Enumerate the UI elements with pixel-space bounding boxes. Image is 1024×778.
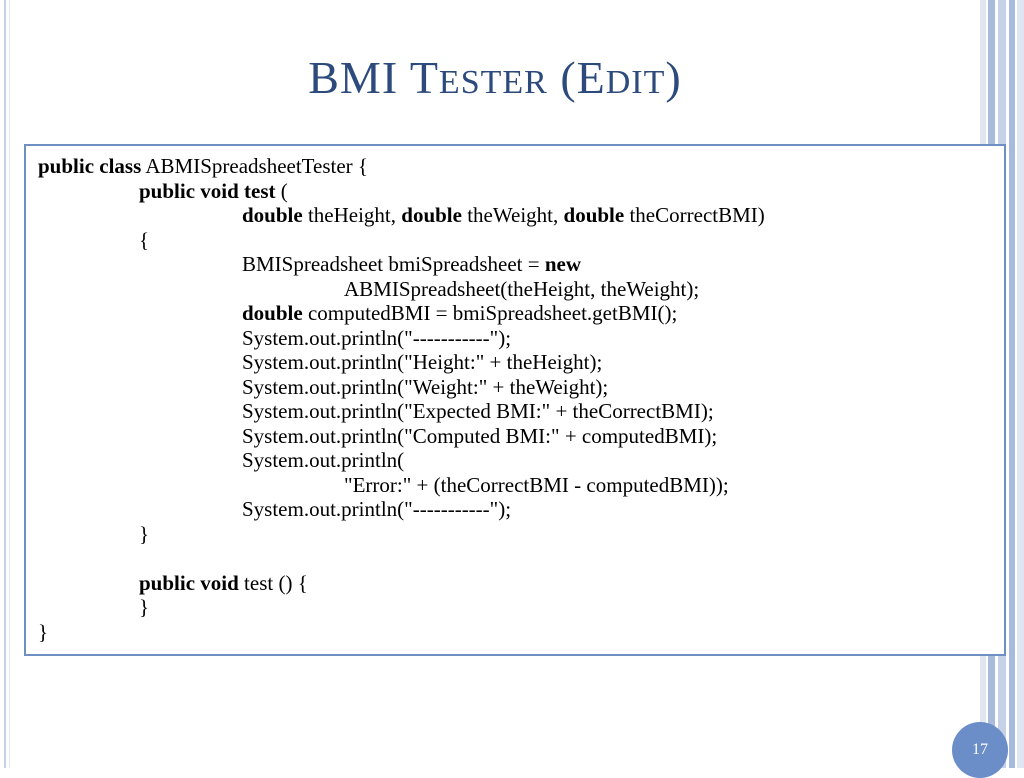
code-line: public void test () { [139, 571, 308, 596]
code-text: } [139, 595, 150, 619]
code-text: System.out.println("-----------"); [242, 325, 512, 350]
stripe-4 [1009, 0, 1015, 768]
code-text: ( [275, 178, 288, 203]
title-part-1: BMI T [308, 52, 439, 103]
code-line: System.out.println("-----------"); [242, 497, 511, 522]
code-line: "Error:" + (theCorrectBMI - computedBMI)… [344, 473, 729, 498]
code-keyword: public void test [139, 178, 276, 203]
stripe-5 [1017, 0, 1024, 768]
code-text: System.out.println("Height:" + theHeight… [242, 350, 603, 374]
code-text: "Error:" + (theCorrectBMI - computedBMI)… [344, 472, 729, 497]
code-text: ABMISpreadsheetTester { [141, 154, 369, 178]
code-text: System.out.println("-----------"); [242, 497, 512, 521]
title-part-3: (E [547, 52, 606, 103]
code-line: ABMISpreadsheet(theHeight, theWeight); [344, 277, 699, 302]
code-text: theCorrectBMI) [624, 203, 765, 227]
code-line: BMISpreadsheet bmiSpreadsheet = new [242, 252, 581, 277]
code-line: } [38, 620, 48, 645]
code-text: System.out.println("Expected BMI:" + the… [242, 399, 714, 423]
title-part-2: ESTER [438, 64, 548, 101]
code-keyword: public void [139, 570, 239, 595]
code-text: theHeight, [302, 203, 402, 227]
code-line: public void test ( [139, 179, 288, 204]
code-line: System.out.println("Weight:" + theWeight… [242, 375, 608, 400]
title-part-5: ) [665, 52, 682, 103]
code-text: ABMISpreadsheet(theHeight, theWeight); [344, 276, 700, 301]
code-keyword: double [563, 203, 625, 227]
code-text: theWeight, [461, 203, 564, 227]
left-border-rule-inner [9, 0, 10, 768]
code-keyword: new [544, 252, 582, 276]
code-line: { [139, 228, 149, 253]
left-border-rule [4, 0, 6, 768]
code-line: System.out.println("Expected BMI:" + the… [242, 399, 714, 424]
code-text: System.out.println("Computed BMI:" + com… [242, 423, 718, 448]
slide-title: BMI TESTER (EDIT) [0, 50, 990, 111]
code-keyword: public class [38, 154, 142, 178]
code-line: System.out.println("-----------"); [242, 326, 511, 351]
code-listing-box: public class ABMISpreadsheetTester {publ… [24, 144, 1006, 656]
code-line: public class ABMISpreadsheetTester { [38, 154, 368, 179]
code-line: double theHeight, double theWeight, doub… [242, 203, 765, 228]
code-keyword: double [242, 301, 303, 325]
code-line: System.out.println( [242, 448, 404, 473]
code-line: } [139, 522, 149, 547]
code-text: System.out.println( [242, 448, 405, 472]
code-text: test () { [238, 570, 308, 595]
code-keyword: double [401, 203, 462, 227]
title-part-4: DIT [605, 64, 666, 101]
code-line: System.out.println("Computed BMI:" + com… [242, 424, 717, 449]
code-text: { [139, 227, 150, 252]
code-line: double computedBMI = bmiSpreadsheet.getB… [242, 301, 677, 326]
code-line: } [139, 595, 149, 620]
code-text: } [38, 619, 49, 644]
page-number-badge: 17 [952, 722, 1008, 778]
code-text: System.out.println("Weight:" + theWeight… [242, 374, 609, 399]
code-text: computedBMI = bmiSpreadsheet.getBMI(); [302, 301, 678, 325]
code-text: } [139, 521, 150, 546]
page-number: 17 [972, 741, 988, 758]
code-line: System.out.println("Height:" + theHeight… [242, 350, 602, 375]
code-keyword: double [242, 203, 303, 227]
code-text: BMISpreadsheet bmiSpreadsheet = [242, 252, 545, 276]
